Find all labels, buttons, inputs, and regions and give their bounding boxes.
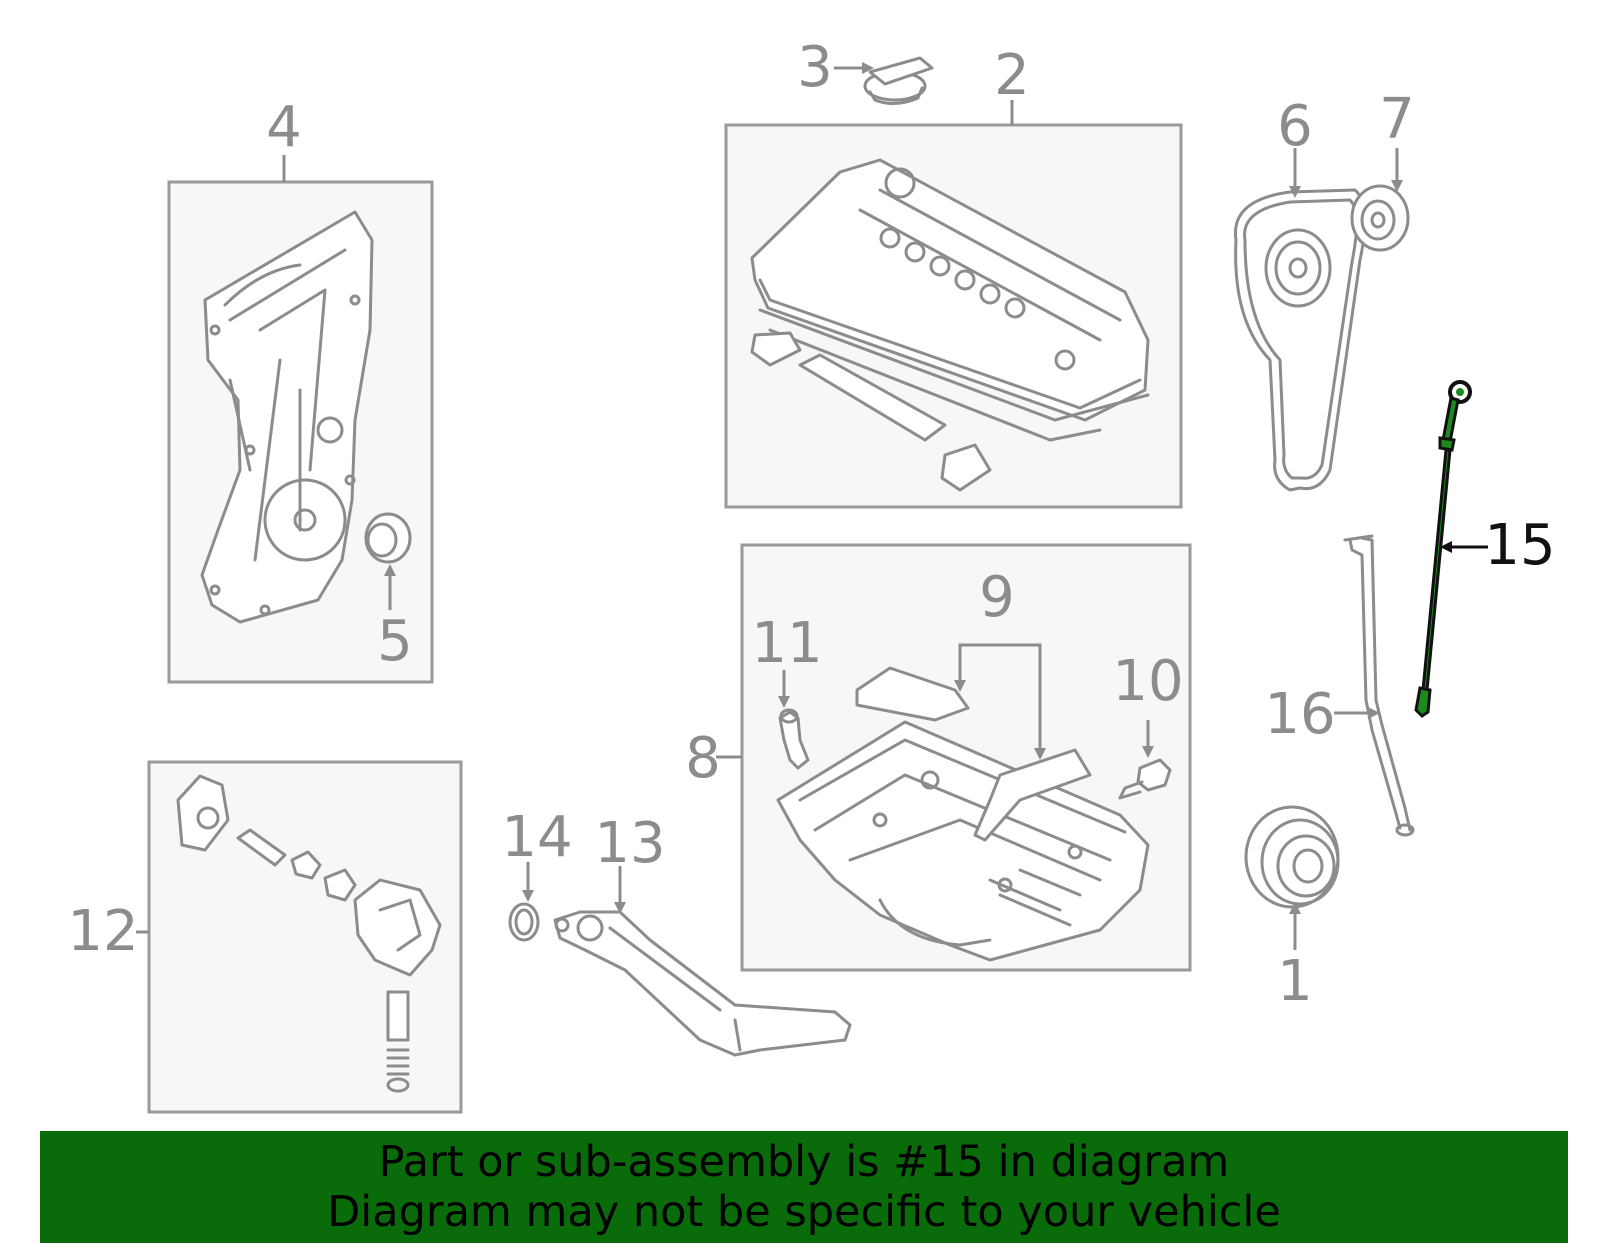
o-ring-part[interactable] — [508, 902, 540, 942]
notice-banner: Part or sub-assembly is #15 in diagram D… — [40, 1131, 1568, 1243]
oil-pan-gasket-part[interactable] — [855, 666, 1092, 842]
dipstick-tube-part[interactable] — [1343, 534, 1415, 837]
valve-cover-part[interactable] — [750, 158, 1150, 492]
callout-6: 6 — [1277, 94, 1313, 159]
oil-pump-part[interactable] — [176, 774, 442, 1093]
callout-7: 7 — [1379, 87, 1415, 152]
callout-15: 15 — [1484, 513, 1555, 578]
callout-14: 14 — [501, 805, 572, 870]
banner-line-1: Part or sub-assembly is #15 in diagram — [378, 1137, 1230, 1187]
callout-9: 9 — [979, 565, 1015, 630]
oil-pan-part[interactable] — [776, 720, 1150, 962]
callout-16: 16 — [1264, 682, 1335, 747]
callout-13: 13 — [594, 811, 665, 876]
callout-10: 10 — [1112, 649, 1183, 714]
oil-filler-cap-part[interactable] — [863, 56, 934, 105]
callout-1: 1 — [1277, 949, 1313, 1014]
drain-plug-part[interactable] — [778, 708, 810, 770]
pan-bolt-part[interactable] — [1118, 758, 1172, 800]
oil-pickup-part[interactable] — [553, 910, 852, 1057]
callout-3: 3 — [797, 35, 833, 100]
timing-cover-part[interactable] — [200, 210, 374, 624]
crankshaft-pulley-part[interactable] — [1244, 805, 1340, 909]
banner-line-2: Diagram may not be specific to your vehi… — [327, 1187, 1281, 1237]
timing-belt-part[interactable] — [1233, 188, 1367, 492]
tensioner-pulley-part[interactable] — [1350, 184, 1410, 252]
callout-11: 11 — [751, 611, 822, 676]
callout-12: 12 — [67, 899, 138, 964]
oil-dipstick-part[interactable] — [1414, 380, 1472, 718]
callout-2: 2 — [994, 43, 1030, 108]
callout-4: 4 — [266, 95, 302, 160]
callout-8: 8 — [685, 726, 721, 791]
crank-seal-part[interactable] — [364, 512, 412, 564]
callout-5: 5 — [377, 609, 413, 674]
